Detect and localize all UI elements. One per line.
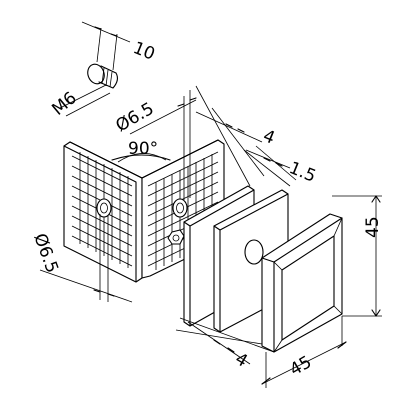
dim-screw-length: 10 xyxy=(130,38,158,65)
dim-cover-height: 45 xyxy=(363,216,383,238)
dim-angle: 90° xyxy=(128,139,158,159)
dim-cover-width: 45 xyxy=(287,352,316,380)
cover-cap xyxy=(261,213,343,353)
dim-cover-thickness: 4 xyxy=(232,349,251,372)
dim-gasket-thickness: 1.5 xyxy=(286,158,319,187)
dim-plate-thickness: 4 xyxy=(260,126,278,149)
dim-hole-diameter-side: Ø6.5 xyxy=(29,231,62,276)
screw xyxy=(59,21,131,117)
dim-hole-diameter-top: Ø6.5 xyxy=(113,99,158,137)
dim-screw-thread: M6 xyxy=(48,88,80,120)
